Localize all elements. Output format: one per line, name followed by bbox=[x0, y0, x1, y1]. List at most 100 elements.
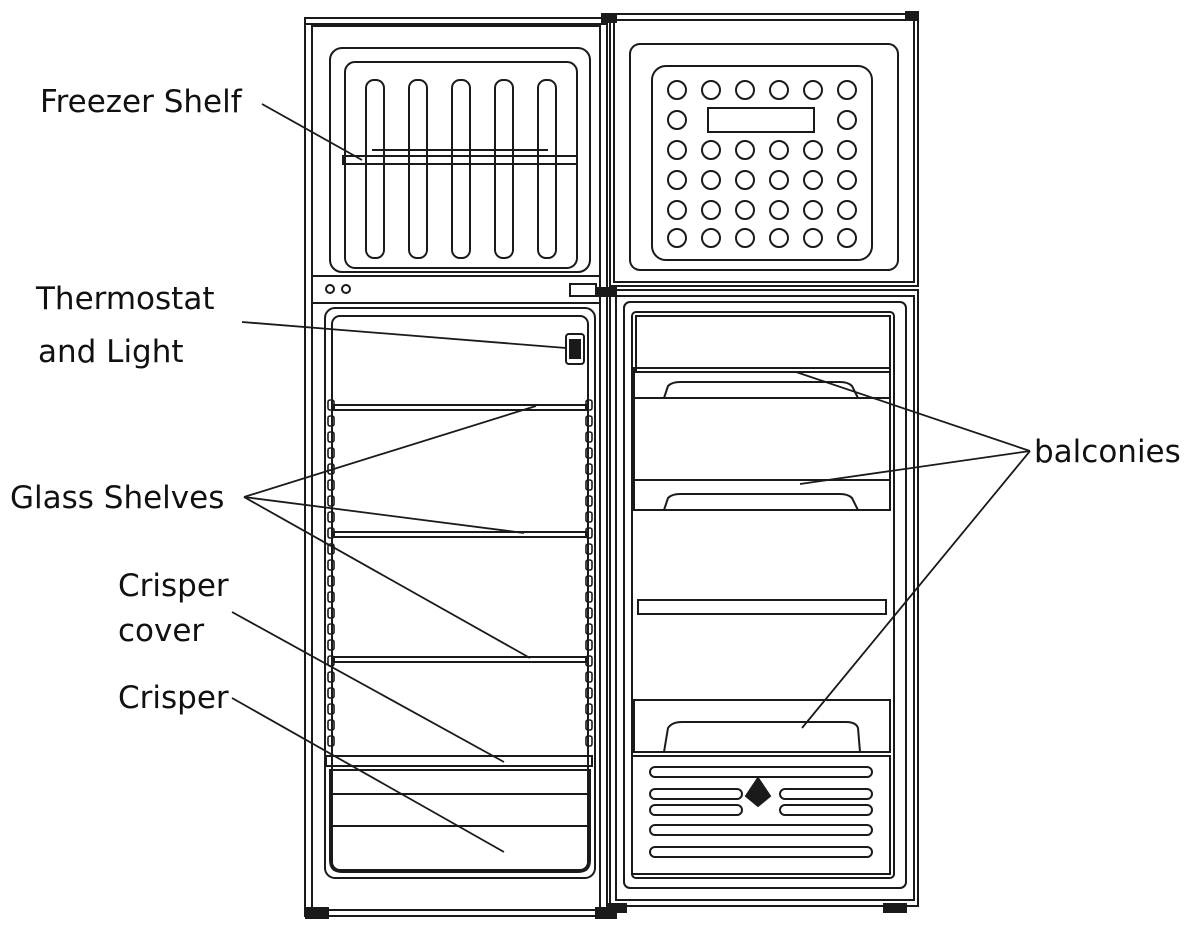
shelf-rail-bump-right bbox=[585, 735, 593, 747]
door-dimple bbox=[837, 200, 857, 220]
shelf-rail-bump-left bbox=[327, 447, 335, 459]
door-dimple bbox=[769, 170, 789, 190]
shelf-rail-bump-right bbox=[585, 495, 593, 507]
door-dimple bbox=[769, 200, 789, 220]
freezer-shelf bbox=[342, 149, 578, 165]
door-dimple bbox=[701, 140, 721, 160]
door-dimple bbox=[803, 140, 823, 160]
label-crisper-cover-line2: cover bbox=[118, 613, 204, 649]
door-dimple bbox=[803, 228, 823, 248]
shelf-rail-bump-left bbox=[327, 623, 335, 635]
freezer-slot bbox=[537, 79, 557, 259]
shelf-rail-bump-right bbox=[585, 719, 593, 731]
door-dimple bbox=[735, 170, 755, 190]
door-dimple bbox=[735, 140, 755, 160]
freezer-slot bbox=[408, 79, 428, 259]
shelf-rail-bump-left bbox=[327, 687, 335, 699]
door-dimple bbox=[701, 170, 721, 190]
label-glass-shelves: Glass Shelves bbox=[10, 480, 224, 516]
shelf-rail-bump-left bbox=[327, 559, 335, 571]
door-dimple bbox=[769, 228, 789, 248]
crisper-drawer bbox=[329, 769, 591, 879]
shelf-rail-bump-left bbox=[327, 607, 335, 619]
shelf-rail-bump-right bbox=[585, 415, 593, 427]
glass-shelves bbox=[333, 404, 587, 663]
shelf-rail-bump-right bbox=[585, 431, 593, 443]
label-balconies: balconies bbox=[1034, 434, 1181, 470]
shelf-rail-bump-right bbox=[585, 479, 593, 491]
divider-band bbox=[312, 275, 600, 304]
grille-slot bbox=[649, 846, 873, 858]
shelf-rail-bump-left bbox=[327, 639, 335, 651]
fridge-door bbox=[597, 287, 919, 913]
shelf-rails bbox=[327, 399, 593, 747]
shelf-rail-bump-left bbox=[327, 495, 335, 507]
door-balconies bbox=[633, 367, 891, 753]
shelf-rail-bump-right bbox=[585, 591, 593, 603]
shelf-rail-bump-right bbox=[585, 463, 593, 475]
door-dimple bbox=[803, 170, 823, 190]
freezer-slots bbox=[365, 79, 557, 259]
door-dimple bbox=[837, 170, 857, 190]
shelf-rail-bump-right bbox=[585, 575, 593, 587]
grille-slot bbox=[649, 766, 873, 778]
freezer-door-dimples bbox=[667, 80, 857, 248]
shelf-rail-bump-right bbox=[585, 687, 593, 699]
door-dimple bbox=[701, 228, 721, 248]
grille-slot bbox=[649, 824, 873, 836]
label-freezer-shelf: Freezer Shelf bbox=[40, 84, 243, 120]
shelf-rail-bump-left bbox=[327, 431, 335, 443]
shelf-rail-bump-right bbox=[585, 623, 593, 635]
shelf-rail-bump-left bbox=[327, 703, 335, 715]
shelf-rail-bump-right bbox=[585, 447, 593, 459]
shelf-rail-bump-right bbox=[585, 703, 593, 715]
shelf-rail-bump-left bbox=[327, 415, 335, 427]
shelf-rail-bump-left bbox=[327, 511, 335, 523]
door-dimple bbox=[701, 80, 721, 100]
freezer-slot bbox=[494, 79, 514, 259]
door-dimple bbox=[667, 170, 687, 190]
shelf-rail-bump-left bbox=[327, 719, 335, 731]
door-dimple bbox=[667, 110, 687, 130]
crisper-cover bbox=[325, 755, 593, 767]
door-dimple bbox=[837, 228, 857, 248]
door-dimple bbox=[769, 140, 789, 160]
door-dimple bbox=[735, 200, 755, 220]
shelf-rail-bump-right bbox=[585, 559, 593, 571]
label-thermostat-line1: Thermostat bbox=[35, 281, 214, 317]
freezer-door bbox=[601, 11, 919, 287]
shelf-rail-bump-right bbox=[585, 543, 593, 555]
door-dimple bbox=[701, 200, 721, 220]
shelf-rail-bump-right bbox=[585, 671, 593, 683]
label-crisper: Crisper bbox=[118, 680, 229, 716]
shelf-rail-bump-left bbox=[327, 479, 335, 491]
grille-slot bbox=[649, 804, 743, 816]
door-dimple bbox=[667, 200, 687, 220]
door-grille bbox=[631, 755, 891, 875]
door-dimple bbox=[735, 228, 755, 248]
freezer-slot bbox=[451, 79, 471, 259]
shelf-rail-bump-left bbox=[327, 591, 335, 603]
grille-slot bbox=[649, 788, 743, 800]
door-dimple bbox=[667, 140, 687, 160]
fresh-food-compartment bbox=[324, 307, 596, 879]
door-dimple bbox=[837, 80, 857, 100]
freezer-slot bbox=[365, 79, 385, 259]
shelf-rail-bump-left bbox=[327, 575, 335, 587]
label-crisper-cover-line1: Crisper bbox=[118, 568, 229, 604]
door-dimple bbox=[667, 228, 687, 248]
shelf-rail-bump-right bbox=[585, 511, 593, 523]
shelf-rail-bump-left bbox=[327, 735, 335, 747]
door-dimple bbox=[837, 140, 857, 160]
door-dimple bbox=[735, 80, 755, 100]
door-dimple bbox=[837, 110, 857, 130]
fridge-cabinet bbox=[304, 17, 617, 919]
thermostat-and-light bbox=[565, 333, 585, 365]
door-dimple bbox=[803, 200, 823, 220]
grille-slots bbox=[649, 766, 873, 858]
grille-slot bbox=[779, 788, 873, 800]
door-dimple bbox=[667, 80, 687, 100]
shelf-rail-bump-left bbox=[327, 543, 335, 555]
grille-slot bbox=[779, 804, 873, 816]
